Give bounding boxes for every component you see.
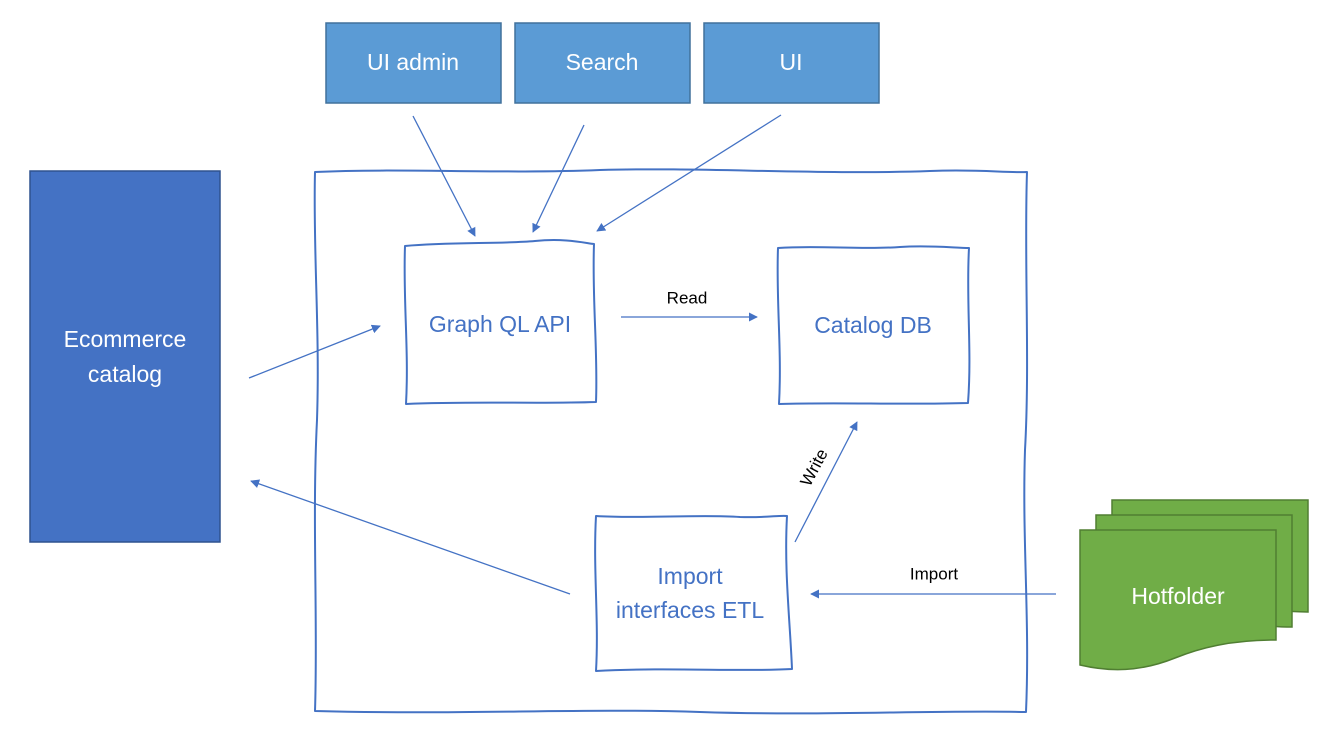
- ui-admin-label: UI admin: [367, 49, 459, 75]
- arrow-catalog-to-graphql: [248, 324, 381, 379]
- import-label: Import: [910, 564, 958, 583]
- catalog-db-box: Catalog DB: [776, 245, 971, 405]
- ui-admin-box: UI admin: [325, 22, 502, 104]
- arrow-ui-to-graphql: [596, 114, 782, 232]
- search-box: Search: [514, 22, 691, 104]
- import-etl-box: Import interfaces ETL: [594, 514, 793, 672]
- write-label: Write: [796, 446, 831, 490]
- import-etl-label-line2: interfaces ETL: [616, 597, 764, 623]
- arrow-write: [794, 421, 858, 543]
- ecommerce-catalog-label-line1: Ecommerce: [64, 326, 187, 352]
- hotfolder-label: Hotfolder: [1131, 583, 1225, 609]
- ecommerce-catalog-label-line2: catalog: [88, 361, 162, 387]
- arrow-search-to-graphql: [532, 124, 585, 233]
- arrow-ui-admin-to-graphql: [412, 115, 476, 237]
- ecommerce-catalog-box: Ecommerce catalog: [29, 170, 221, 543]
- ui-box: UI: [703, 22, 880, 104]
- system-boundary: [313, 168, 1029, 715]
- read-label: Read: [667, 288, 708, 307]
- catalog-db-label: Catalog DB: [814, 312, 932, 338]
- search-label: Search: [566, 49, 639, 75]
- import-etl-label-line1: Import: [657, 563, 723, 589]
- arrow-etl-to-catalog: [250, 479, 571, 595]
- ui-label: UI: [780, 49, 803, 75]
- graphql-api-box: Graph QL API: [403, 239, 598, 405]
- graphql-api-label: Graph QL API: [429, 311, 571, 337]
- hotfolder-shape: Hotfolder: [1079, 499, 1309, 671]
